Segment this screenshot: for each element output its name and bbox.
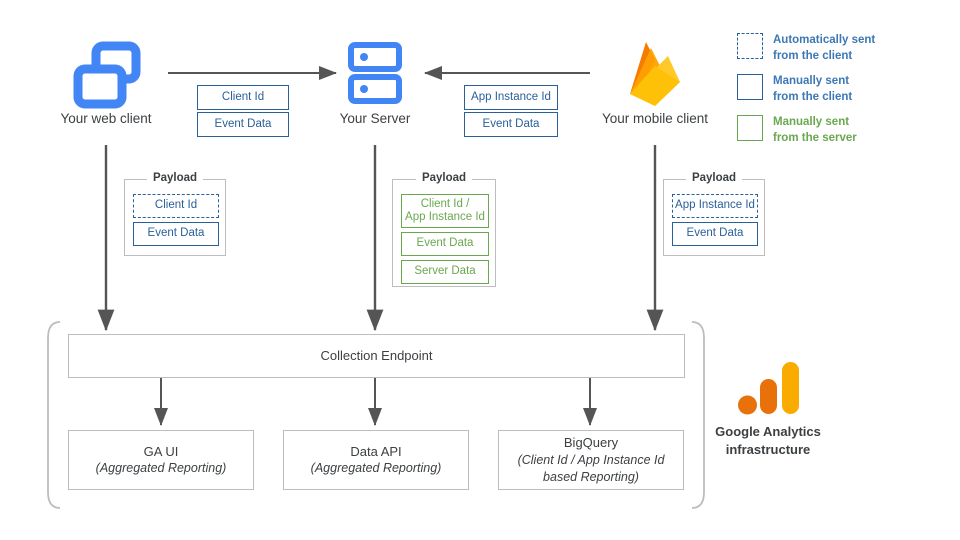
collection-endpoint-box: Collection Endpoint [68, 334, 685, 378]
collection-endpoint-label: Collection Endpoint [320, 348, 433, 364]
payload-group-server: Payload Client Id / App Instance Id Even… [392, 172, 496, 287]
legend-label-manual-server: Manually sent from the server [773, 116, 857, 144]
output-subtitle-data-api: (Aggregated Reporting) [310, 461, 442, 476]
transit-chip-mobile-event-data: Event Data [464, 112, 558, 137]
payload-server-server-data: Server Data [401, 260, 489, 284]
google-analytics-logo-icon [738, 362, 800, 427]
transit-chip-mobile-app-instance-id: App Instance Id [464, 85, 558, 110]
payload-title-mobile: Payload [685, 172, 743, 184]
infrastructure-bracket-left [47, 321, 61, 509]
legend-label-automatic-client: Automatically sent from the client [773, 34, 876, 62]
legend-label-manual-client: Manually sent from the client [773, 75, 853, 103]
payload-title-server: Payload [415, 172, 473, 184]
legend-swatch-dashed-blue [737, 33, 763, 59]
payload-group-web: Payload Client Id Event Data [124, 172, 226, 256]
payload-mobile-app-instance-id: App Instance Id [672, 194, 758, 218]
server-label: Your Server [339, 111, 411, 126]
web-client-label: Your web client [60, 111, 152, 126]
payload-web-event-data: Event Data [133, 222, 219, 246]
payload-server-client-or-app-id: Client Id / App Instance Id [401, 194, 489, 228]
payload-web-client-id: Client Id [133, 194, 219, 218]
output-title-data-api: Data API [350, 443, 402, 459]
legend-swatch-solid-green [737, 115, 763, 141]
mobile-client-icon [620, 36, 690, 115]
infrastructure-bracket-right [691, 321, 705, 509]
legend-item-manual-client: Manually sent from the client [737, 74, 852, 105]
web-client-icon [70, 38, 144, 117]
legend-swatch-solid-blue [737, 74, 763, 100]
payload-mobile-event-data: Event Data [672, 222, 758, 246]
output-subtitle-ga-ui: (Aggregated Reporting) [95, 461, 227, 476]
server-icon [348, 42, 402, 109]
transit-chip-web-client-id: Client Id [197, 85, 289, 110]
output-box-data-api: Data API (Aggregated Reporting) [283, 430, 469, 490]
output-title-bigquery: BigQuery [563, 435, 619, 451]
output-title-ga-ui: GA UI [143, 443, 179, 459]
mobile-client-label: Your mobile client [601, 111, 709, 126]
google-analytics-caption: Google Analytics infrastructure [715, 424, 821, 457]
output-box-bigquery: BigQuery (Client Id / App Instance Id ba… [498, 430, 684, 490]
payload-server-event-data: Event Data [401, 232, 489, 256]
transit-chip-web-event-data: Event Data [197, 112, 289, 137]
payload-title-web: Payload [146, 172, 204, 184]
payload-group-mobile: Payload App Instance Id Event Data [663, 172, 765, 256]
legend-item-manual-server: Manually sent from the server [737, 115, 857, 146]
output-subtitle-bigquery: (Client Id / App Instance Id based Repor… [517, 452, 665, 484]
output-box-ga-ui: GA UI (Aggregated Reporting) [68, 430, 254, 490]
legend-item-automatic-client: Automatically sent from the client [737, 33, 875, 64]
